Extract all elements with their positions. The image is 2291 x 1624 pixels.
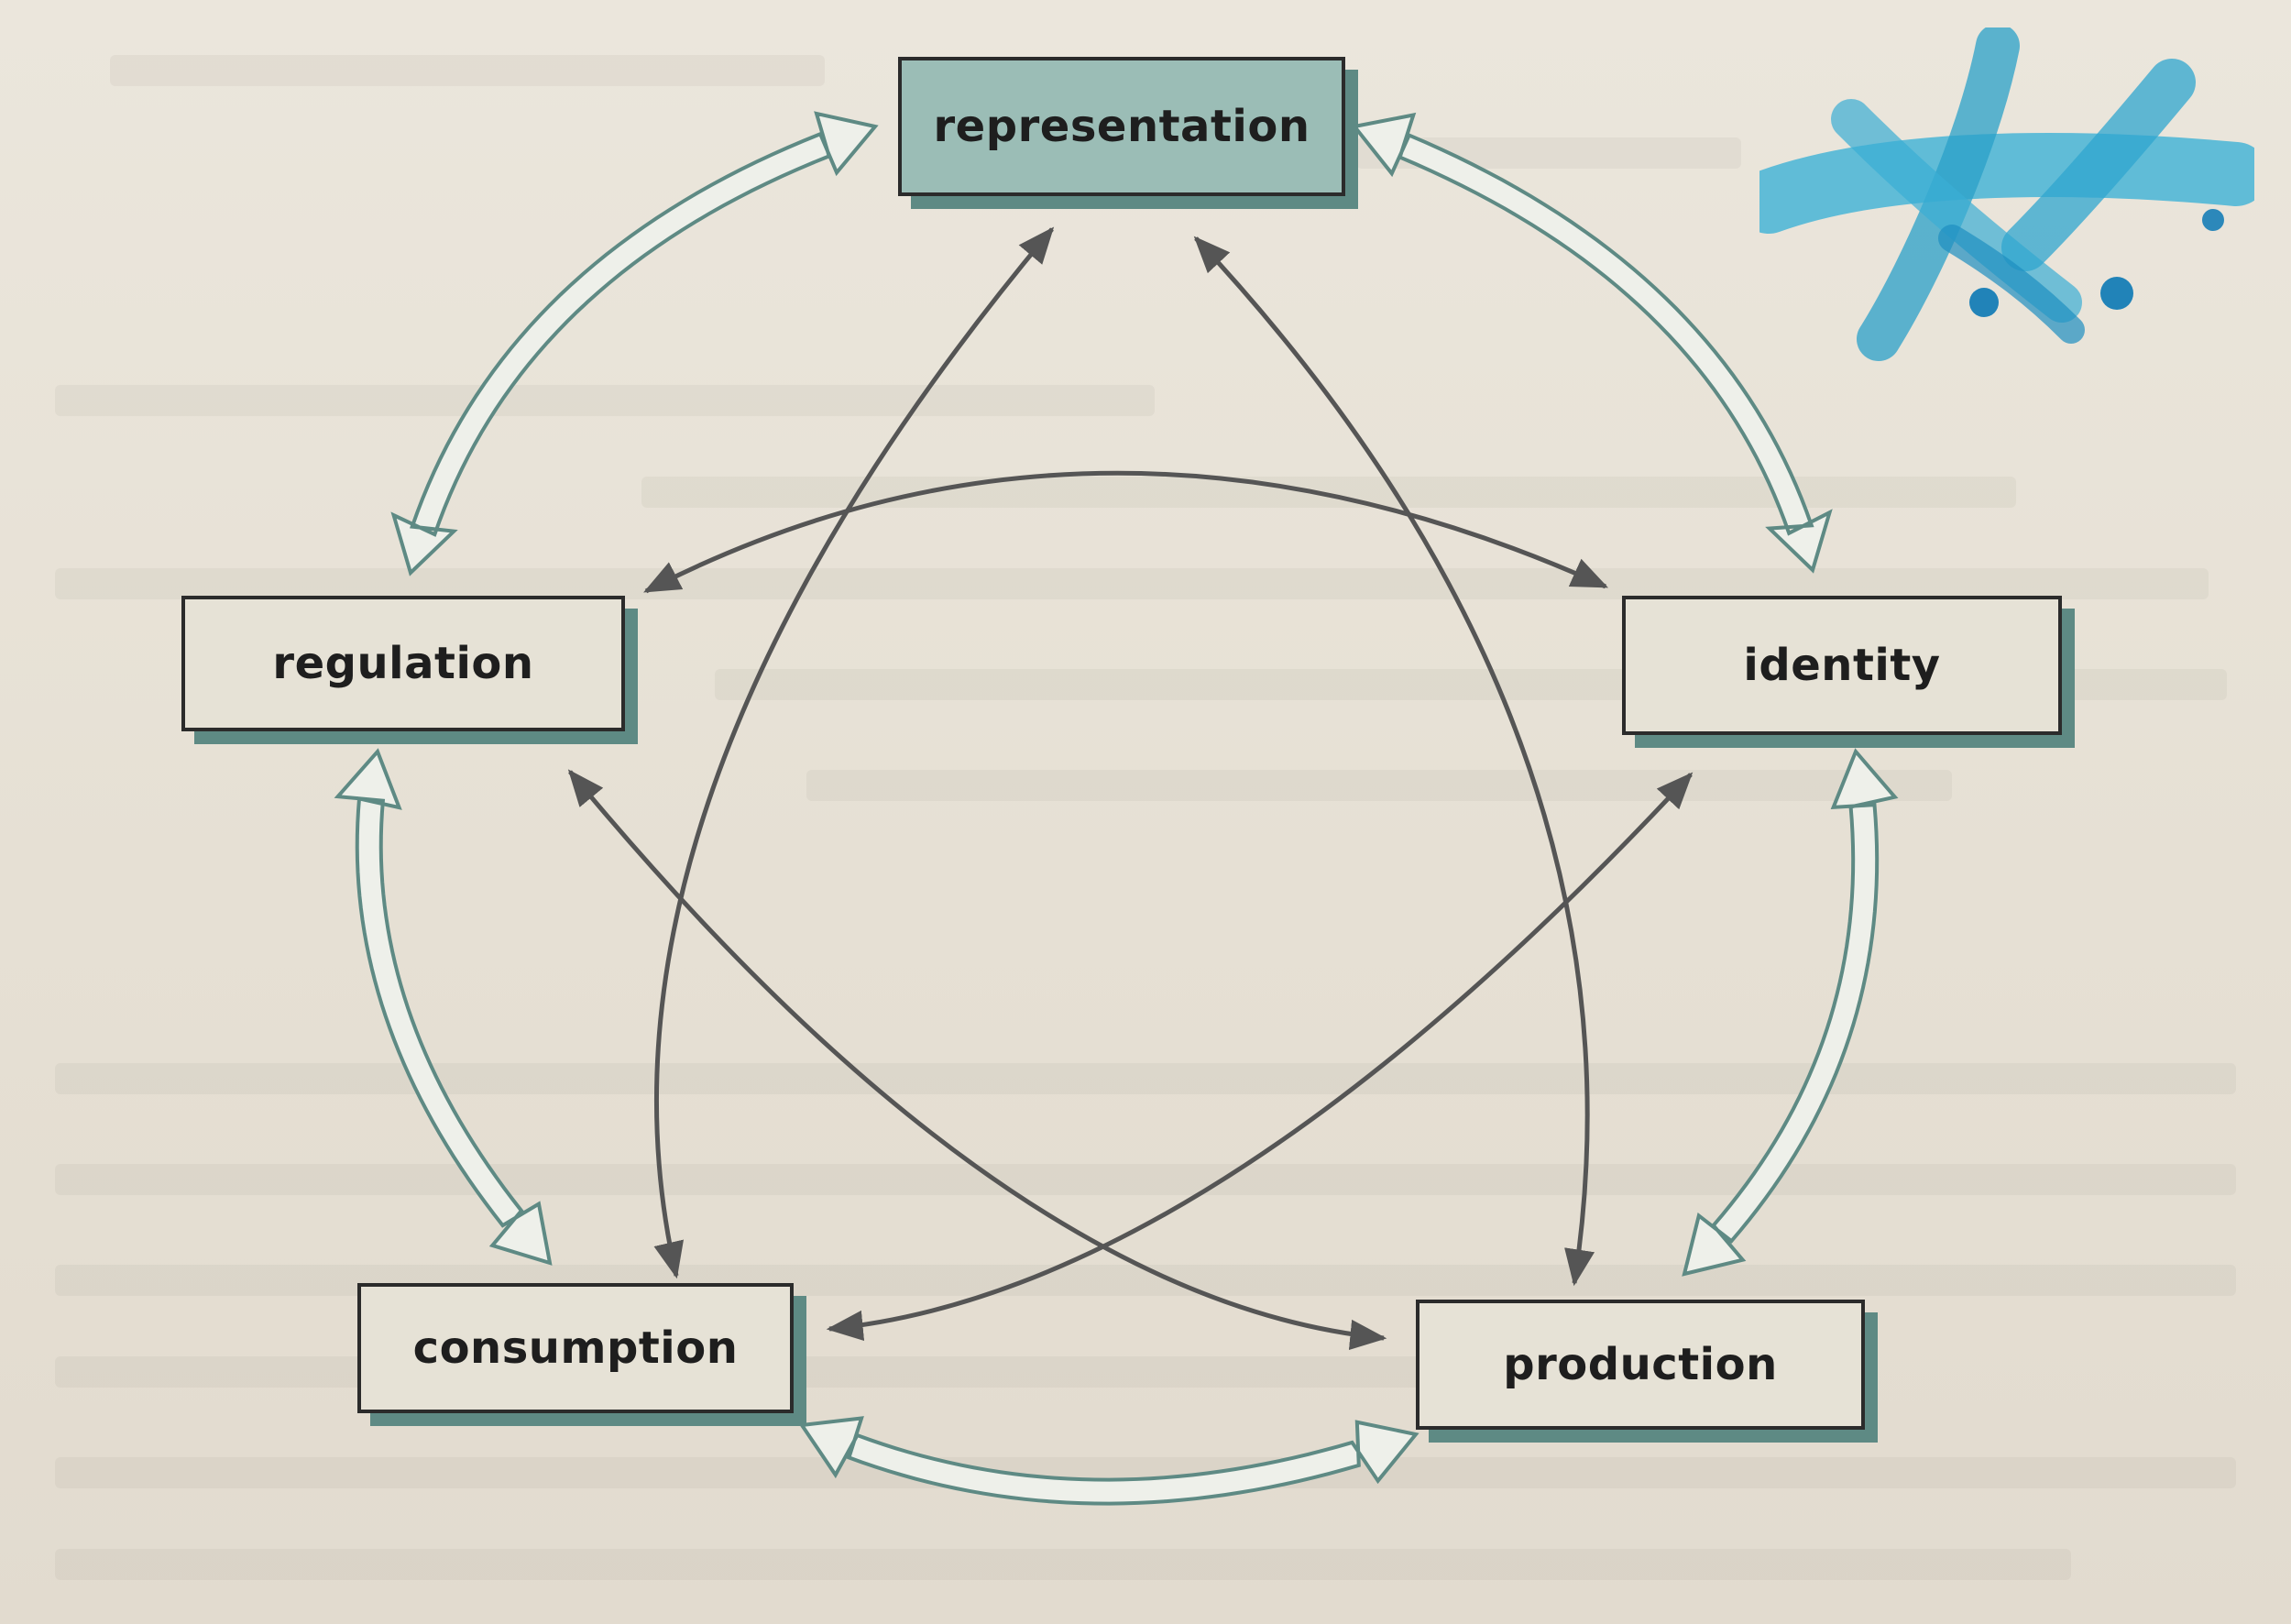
node-label: identity xyxy=(1743,640,1941,691)
node-consumption: consumption xyxy=(357,1283,794,1413)
arrow-representation-regulation xyxy=(390,111,879,576)
arrow-representation-consumption xyxy=(653,226,1055,1279)
node-label: production xyxy=(1503,1339,1778,1390)
arrow-regulation-identity xyxy=(643,470,1609,594)
arrow-representation-production xyxy=(1193,236,1595,1287)
arrow-identity-consumption xyxy=(826,772,1694,1342)
inner-arrows xyxy=(567,226,1694,1351)
node-regulation: regulation xyxy=(181,596,625,731)
marker-scribble xyxy=(1759,27,2254,361)
node-identity: identity xyxy=(1622,596,2062,735)
node-label: representation xyxy=(933,101,1310,152)
outer-arrows xyxy=(334,111,1899,1506)
arrow-consumption-regulation xyxy=(334,748,553,1266)
arrow-production-consumption xyxy=(798,1416,1420,1506)
node-label: consumption xyxy=(412,1322,739,1374)
node-representation: representation xyxy=(898,57,1345,196)
arrow-representation-identity xyxy=(1351,112,1833,574)
arrow-identity-production xyxy=(1682,748,1899,1277)
node-production: production xyxy=(1416,1300,1865,1430)
node-label: regulation xyxy=(272,638,534,689)
